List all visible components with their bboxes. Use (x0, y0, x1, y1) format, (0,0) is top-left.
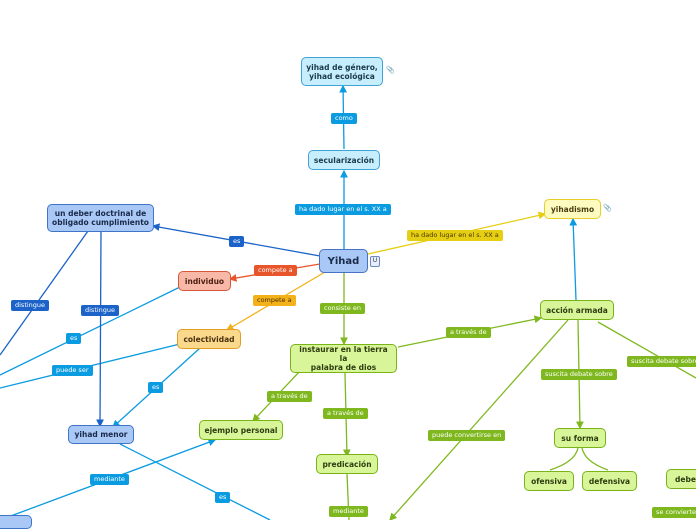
label-puede-convertirse: puede convertirse en (428, 430, 506, 441)
label-consiste-en: consiste en (320, 303, 365, 314)
node-instaurar[interactable]: instaurar en la tierra la palabra de dio… (290, 344, 397, 373)
edge-suforma-defensiva (581, 447, 609, 471)
edge-individuo-left (0, 286, 181, 376)
label-es-mid: es (148, 382, 164, 393)
label-ha-dado-lugar-blue: ha dado lugar en el s. XX a (295, 204, 391, 215)
attachment-icon: 📎 (603, 204, 612, 212)
label-distingue-2: distingue (81, 305, 120, 316)
label-suscita-debate-cut: suscita debate sobre (627, 356, 696, 367)
label-es-left: es (66, 333, 82, 344)
label-ha-dado-lugar-yellow: ha dado lugar en el s. XX a (407, 230, 503, 241)
node-accion-armada[interactable]: acción armada (540, 300, 614, 320)
node-individuo[interactable]: individuo (178, 271, 231, 291)
edge-accion-yihadismo (569, 217, 578, 301)
label-compete-a-red: compete a (254, 265, 297, 276)
edge-deber-yihadmenor (96, 230, 104, 428)
node-deber-cut[interactable]: debe (666, 469, 696, 489)
label-a-traves-de-right: a través de (446, 327, 491, 338)
node-secularizacion[interactable]: secularización (308, 150, 380, 170)
node-ejemplo-personal[interactable]: ejemplo personal (199, 420, 283, 440)
label-a-traves-de-left: a través de (267, 391, 312, 402)
node-deber-doctrinal[interactable]: un deber doctrinal de obligado cumplimie… (47, 204, 154, 232)
node-ofensiva[interactable]: ofensiva (524, 471, 574, 491)
edge-suforma-ofensiva (549, 447, 579, 471)
edge-deber-distingue (0, 230, 89, 356)
node-defensiva[interactable]: defensiva (582, 471, 637, 491)
attachment-icon: 📎 (386, 66, 395, 74)
edge-accion-right (597, 321, 696, 379)
edge-accion-convertirse (389, 319, 569, 520)
note-icon: U (370, 256, 380, 267)
label-mediante-mid: mediante (329, 506, 368, 517)
label-compete-a-orange: compete a (253, 295, 296, 306)
node-predicacion[interactable]: predicación (316, 454, 378, 474)
label-puede-ser: puede ser (52, 365, 93, 376)
label-como: como (331, 113, 357, 124)
node-bottom-left-cut[interactable] (0, 515, 32, 529)
node-su-forma[interactable]: su forma (554, 428, 606, 448)
node-yihadismo[interactable]: yihadismo (544, 199, 601, 219)
node-yihad-menor[interactable]: yihad menor (68, 425, 134, 444)
label-es-bottom: es (215, 492, 231, 503)
label-distingue-1: distingue (11, 300, 50, 311)
node-yihad-genero[interactable]: yihad de género, yihad ecológica (301, 57, 383, 86)
node-yihad-central[interactable]: Yihad (319, 249, 368, 273)
label-se-convierte-cut: se convierte (652, 507, 696, 518)
label-es-top: es (229, 236, 245, 247)
edge-yihadmenor-es (119, 443, 271, 520)
label-suscita-debate: suscita debate sobre (541, 369, 617, 380)
node-colectividad[interactable]: colectividad (177, 329, 241, 349)
label-a-traves-de-mid: a través de (323, 408, 368, 419)
label-mediante-left: mediante (90, 474, 129, 485)
